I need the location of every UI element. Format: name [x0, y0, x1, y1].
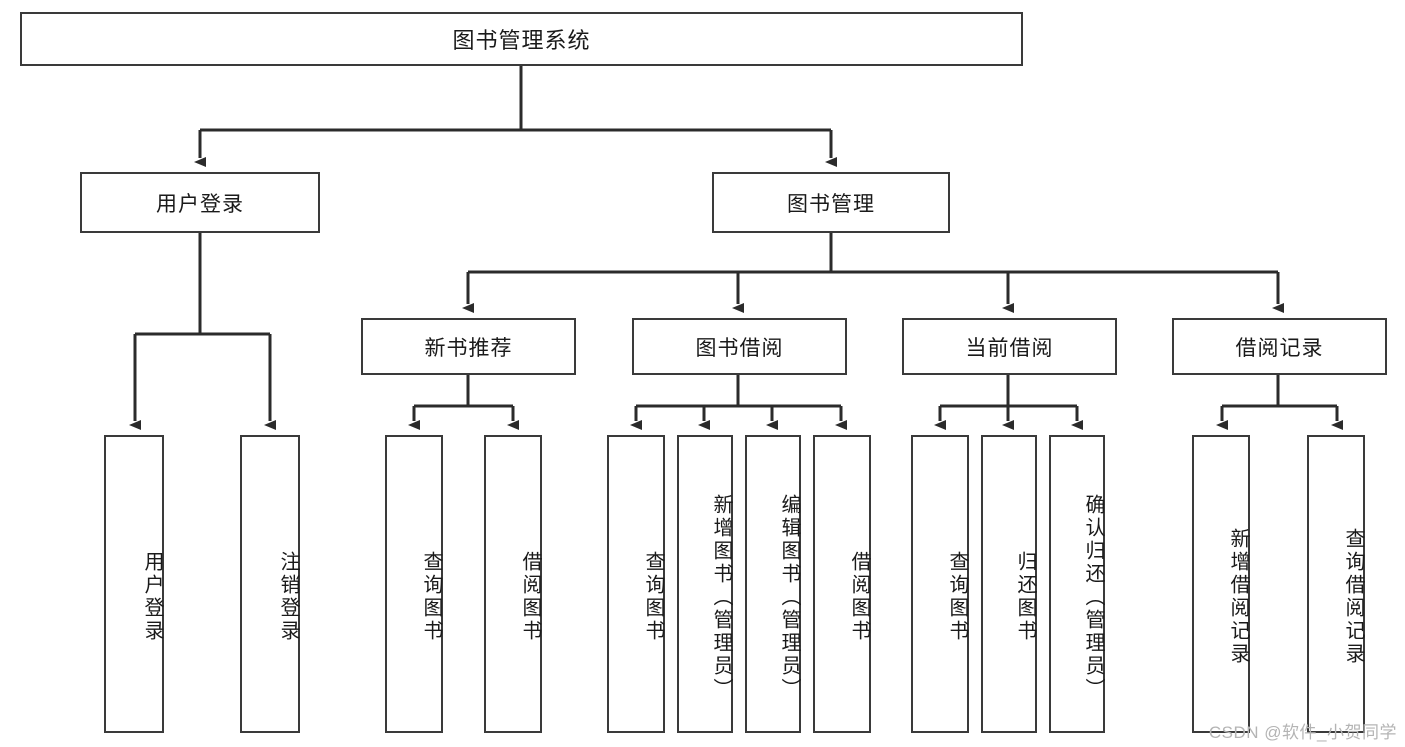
leaf-label: 编辑图书（管理员）	[778, 493, 800, 701]
node-current-borrow[interactable]: 当前借阅	[902, 318, 1117, 375]
node-label: 新书推荐	[424, 336, 513, 360]
leaf-borrow-edit-book-admin[interactable]: 编辑图书（管理员）	[745, 435, 801, 733]
leaf-user-login-login[interactable]: 用户登录	[104, 435, 164, 733]
node-label: 用户登录	[156, 192, 244, 216]
node-label: 图书管理	[787, 192, 875, 216]
leaf-label: 归还图书	[1014, 551, 1036, 643]
leaf-label: 确认归还（管理员）	[1082, 493, 1104, 701]
leaf-borrow-add-book-admin[interactable]: 新增图书（管理员）	[677, 435, 733, 733]
csdn-watermark: CSDN @软件_小贺同学	[1208, 723, 1397, 742]
node-book-management[interactable]: 图书管理	[712, 172, 950, 233]
leaf-label: 新增图书（管理员）	[710, 493, 732, 701]
leaf-user-login-logout[interactable]: 注销登录	[240, 435, 300, 733]
leaf-label: 注销登录	[277, 551, 299, 643]
node-book-borrow[interactable]: 图书借阅	[632, 318, 847, 375]
node-label: 图书管理系统	[452, 28, 591, 53]
leaf-current-confirm-return-admin[interactable]: 确认归还（管理员）	[1049, 435, 1105, 733]
leaf-label: 借阅图书	[519, 551, 541, 643]
leaf-borrow-borrow-book[interactable]: 借阅图书	[813, 435, 871, 733]
leaf-label: 借阅图书	[848, 551, 870, 643]
leaf-label: 用户登录	[141, 551, 163, 643]
leaf-current-return-book[interactable]: 归还图书	[981, 435, 1037, 733]
leaf-label: 新增借阅记录	[1227, 528, 1249, 666]
leaf-label: 查询图书	[642, 551, 664, 643]
node-user-login[interactable]: 用户登录	[80, 172, 320, 233]
node-label: 图书借阅	[695, 336, 784, 360]
node-label: 当前借阅	[965, 336, 1054, 360]
leaf-record-add-borrow-record[interactable]: 新增借阅记录	[1192, 435, 1250, 733]
leaf-new-book-borrow[interactable]: 借阅图书	[484, 435, 542, 733]
node-new-book-recommend[interactable]: 新书推荐	[361, 318, 576, 375]
leaf-label: 查询借阅记录	[1342, 528, 1364, 666]
node-root-library-system[interactable]: 图书管理系统	[20, 12, 1023, 66]
leaf-current-query-book[interactable]: 查询图书	[911, 435, 969, 733]
leaf-record-query-borrow-record[interactable]: 查询借阅记录	[1307, 435, 1365, 733]
leaf-borrow-query-book[interactable]: 查询图书	[607, 435, 665, 733]
leaf-new-book-query[interactable]: 查询图书	[385, 435, 443, 733]
leaf-label: 查询图书	[420, 551, 442, 643]
node-label: 借阅记录	[1235, 336, 1324, 360]
leaf-label: 查询图书	[946, 551, 968, 643]
node-borrow-record[interactable]: 借阅记录	[1172, 318, 1387, 375]
